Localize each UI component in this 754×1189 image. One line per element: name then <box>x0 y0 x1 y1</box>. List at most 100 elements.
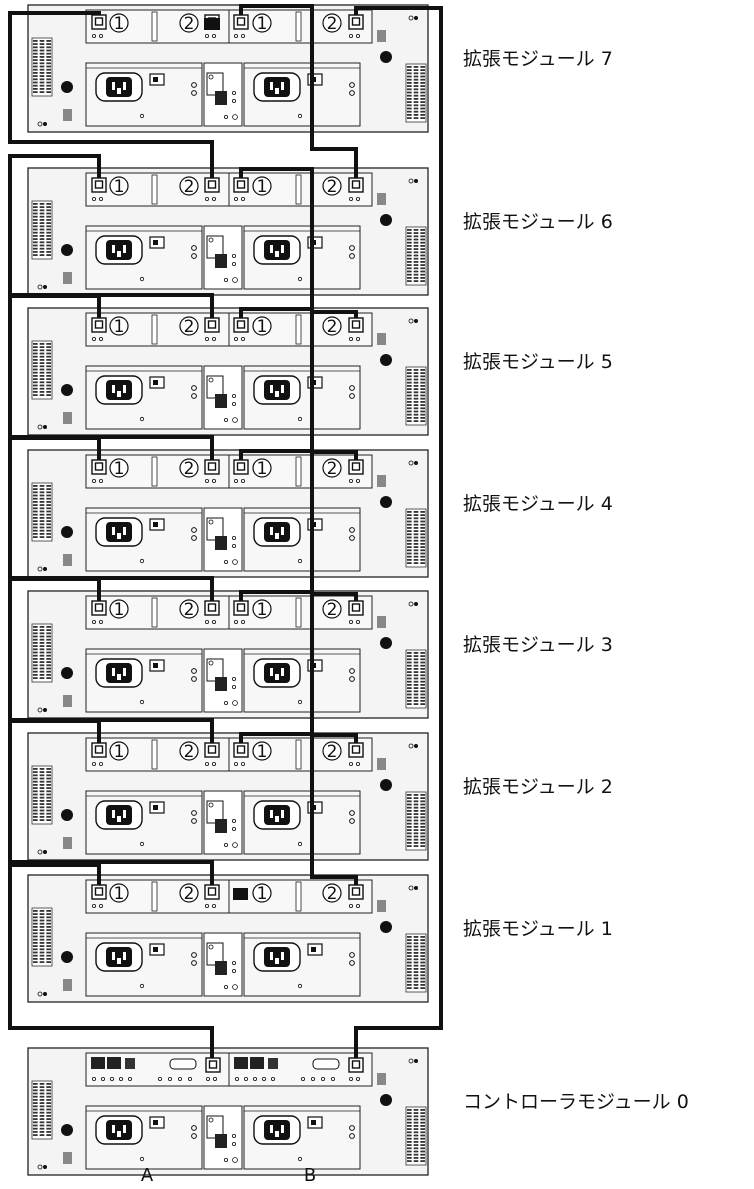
power-supply-b <box>243 1105 361 1170</box>
label-tab <box>63 837 72 849</box>
left-vent <box>31 200 53 260</box>
port-number: 2 <box>327 317 338 337</box>
right-vent <box>405 508 427 568</box>
cable-b-chain <box>239 4 358 178</box>
port-number: 1 <box>257 177 268 197</box>
center-panel <box>203 225 243 290</box>
controller-module <box>27 1047 429 1176</box>
cable-layer <box>8 4 443 1058</box>
port-number: 2 <box>184 14 195 34</box>
label-tab <box>63 554 72 566</box>
thumbscrew-icon <box>61 667 73 679</box>
right-vent <box>405 1106 427 1166</box>
port-number: 1 <box>257 14 268 34</box>
cable-a-chain <box>8 577 214 743</box>
power-switch-icon <box>149 943 165 956</box>
iom-a-port-2 <box>204 459 220 483</box>
iom-a-port-2-label: 2 <box>179 13 199 34</box>
power-supply-b <box>243 225 361 290</box>
left-vent <box>31 765 53 825</box>
iom-b-port-1-label: 1 <box>252 599 272 620</box>
port-number: 2 <box>184 884 195 904</box>
ac-power-inlet-icon <box>253 800 301 830</box>
power-supply-a <box>85 648 203 713</box>
iom-b-port-1 <box>233 459 249 483</box>
module-label: 拡張モジュール 4 <box>463 493 613 515</box>
center-panel <box>203 507 243 572</box>
label-tab <box>377 475 386 487</box>
port-number: 1 <box>257 459 268 479</box>
iom-a-port-2-label: 2 <box>179 883 199 904</box>
column-label-a: A <box>141 1165 154 1186</box>
ac-power-inlet-icon <box>253 658 301 688</box>
iom-a-port-1-label: 1 <box>109 458 129 479</box>
iom-b-port-1-label: 1 <box>252 883 272 904</box>
center-panel <box>203 648 243 713</box>
iom-a-port-2 <box>204 742 220 767</box>
ac-power-inlet-icon <box>253 235 301 265</box>
iom-a-port-1-label: 1 <box>109 316 129 337</box>
iom-a-port-2-label: 2 <box>179 599 199 620</box>
power-supply-b <box>243 932 361 997</box>
label-tab <box>377 30 386 42</box>
power-switch-icon <box>149 518 165 531</box>
iom-b-port-2-label: 2 <box>322 316 342 337</box>
iom-b-port-2-label: 2 <box>322 13 342 34</box>
iom-a-port-2-label: 2 <box>179 741 199 762</box>
port-number: 2 <box>327 459 338 479</box>
label-tab <box>63 272 72 284</box>
iom-a-port-2 <box>204 177 220 201</box>
center-panel <box>203 932 243 997</box>
port-number: 1 <box>114 317 125 337</box>
port-cover-icon <box>204 18 220 30</box>
iom-b-port-2 <box>348 600 364 625</box>
port-number: 1 <box>257 600 268 620</box>
power-supply-b <box>243 648 361 713</box>
module-label: 拡張モジュール 2 <box>463 776 613 798</box>
port-number: 2 <box>327 742 338 762</box>
port-number: 1 <box>257 884 268 904</box>
label-tab <box>63 979 72 991</box>
iom-b-port-2-label: 2 <box>322 883 342 904</box>
label-tab <box>377 616 386 628</box>
left-vent <box>31 623 53 683</box>
left-vent <box>31 482 53 542</box>
cable-a-chain <box>8 154 214 318</box>
cable-a-chain <box>8 294 214 460</box>
cable-b-chain <box>239 732 358 885</box>
port-number: 2 <box>327 600 338 620</box>
port-number: 2 <box>184 742 195 762</box>
left-vent <box>31 1080 53 1140</box>
thumbscrew-icon <box>380 496 392 508</box>
ac-power-inlet-icon <box>95 72 143 102</box>
module-label: 拡張モジュール 7 <box>463 48 613 70</box>
port-number: 2 <box>184 600 195 620</box>
module-label: コントローラモジュール 0 <box>463 1091 689 1113</box>
iom-b-port-1-label: 1 <box>252 316 272 337</box>
power-supply-b <box>243 790 361 855</box>
cable-a-1-controller <box>8 863 214 1058</box>
power-supply-a <box>85 790 203 855</box>
label-tab <box>377 193 386 205</box>
power-supply-b <box>243 365 361 430</box>
iom-b-port-1-label: 1 <box>252 176 272 197</box>
module-label: 拡張モジュール 5 <box>463 351 613 373</box>
iom-a-port-2-label: 2 <box>179 458 199 479</box>
ac-power-inlet-icon <box>95 517 143 547</box>
module-label: 拡張モジュール 1 <box>463 918 613 940</box>
iom-b-port-1 <box>233 177 249 201</box>
ac-power-inlet-icon <box>95 658 143 688</box>
